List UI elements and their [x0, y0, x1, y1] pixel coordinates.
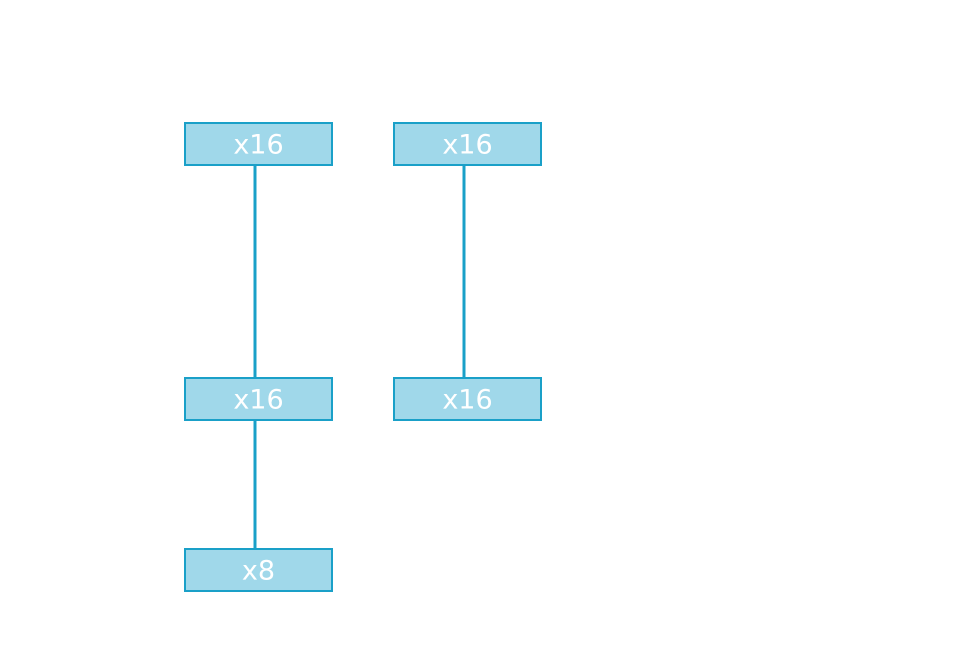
node-b1: x16	[393, 122, 542, 166]
node-label: x16	[442, 385, 492, 416]
node-box	[184, 548, 333, 592]
node-label: x16	[442, 130, 492, 161]
node-a2: x16	[184, 377, 333, 421]
node-box	[393, 122, 542, 166]
nodes: x16 x16 x8 x16 x16	[184, 122, 542, 592]
node-label: x16	[233, 385, 283, 416]
node-box	[184, 122, 333, 166]
node-label: x8	[242, 556, 275, 587]
node-box	[184, 377, 333, 421]
node-label: x16	[233, 130, 283, 161]
node-a3: x8	[184, 548, 333, 592]
node-b2: x16	[393, 377, 542, 421]
node-a1: x16	[184, 122, 333, 166]
connectors	[253, 165, 466, 549]
node-box	[393, 377, 542, 421]
